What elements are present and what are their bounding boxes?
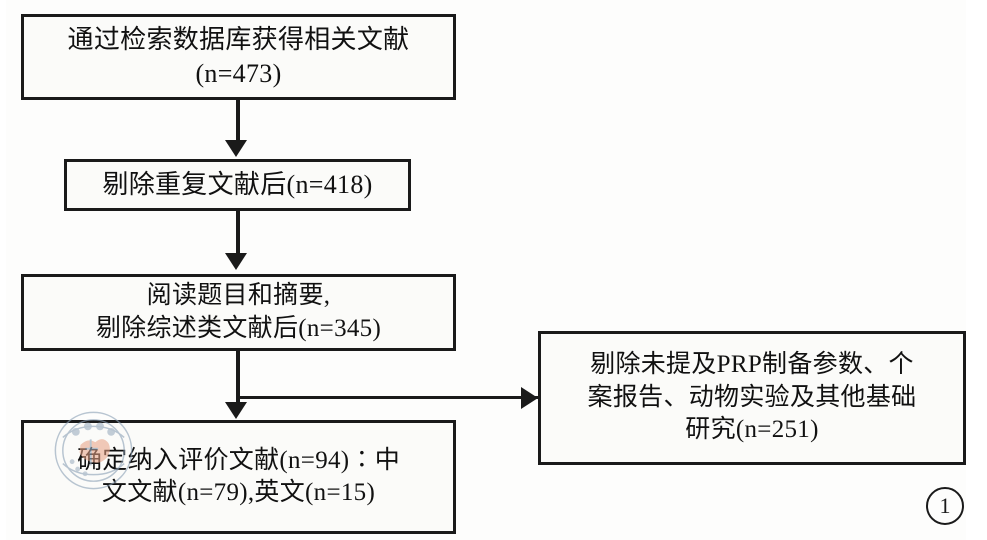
duplicates-removed-text: 剔除重复文献后(n=418)	[102, 170, 373, 200]
figure-number-marker: 1	[926, 487, 964, 525]
arrow-down-icon-screen-to-included	[225, 402, 247, 419]
connector-screen-to-excluded-line	[237, 396, 539, 399]
page-edge-right	[966, 0, 987, 540]
records-identified-box: 通过检索数据库获得相关文献 (n=473)	[21, 14, 456, 100]
records-excluded-text: 剔除未提及PRP制备参数、个 案报告、动物实验及其他基础 研究(n=251)	[587, 351, 917, 444]
page-edge-left	[0, 0, 6, 540]
studies-included-text: 确定纳入评价文献(n=94)∶中 文文献(n=79),英文(n=15)	[76, 446, 401, 507]
connector-search-to-dedup-line	[236, 100, 240, 142]
records-identified-text: 通过检索数据库获得相关文献 (n=473)	[67, 25, 410, 88]
duplicates-removed-box: 剔除重复文献后(n=418)	[64, 159, 411, 211]
title-abstract-screening-box: 阅读题目和摘要, 剔除综述类文献后(n=345)	[21, 274, 456, 351]
connector-screen-to-included-line	[236, 351, 240, 404]
arrow-down-icon-search-to-dedup	[225, 140, 247, 157]
title-abstract-screening-text: 阅读题目和摘要, 剔除综述类文献后(n=345)	[95, 282, 382, 342]
studies-included-box: 确定纳入评价文献(n=94)∶中 文文献(n=79),英文(n=15)	[21, 420, 456, 534]
arrow-down-icon-dedup-to-screen	[225, 253, 247, 270]
records-excluded-box: 剔除未提及PRP制备参数、个 案报告、动物实验及其他基础 研究(n=251)	[538, 331, 966, 465]
figure-number-label: 1	[939, 493, 951, 518]
connector-dedup-to-screen-line	[236, 211, 240, 254]
arrow-right-icon-screen-to-excluded	[521, 387, 538, 409]
